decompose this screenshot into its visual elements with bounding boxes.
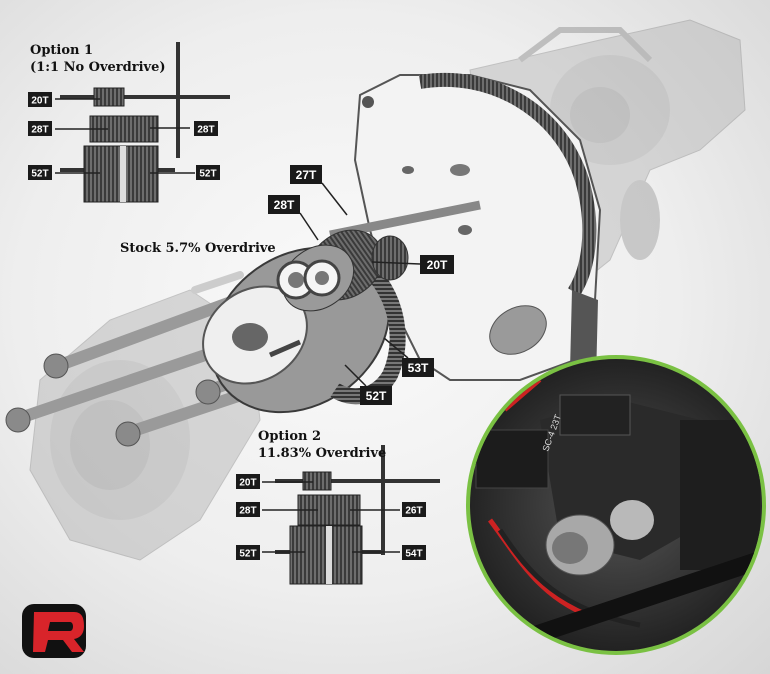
stock-52t-label: 52T	[360, 386, 392, 405]
opt1-52t-right-label: 52T	[196, 165, 220, 180]
opt1-28t-left-label: 28T	[28, 121, 52, 136]
opt2-26t-label: 26T	[402, 502, 426, 517]
svg-text:52T: 52T	[31, 169, 48, 180]
opt1-52t-left-label: 52T	[28, 165, 52, 180]
option2-heading: Option 2	[258, 429, 322, 444]
stock-title: Stock 5.7% Overdrive	[120, 241, 276, 256]
svg-text:52T: 52T	[199, 169, 216, 180]
stock-20t-label: 20T	[420, 255, 454, 274]
option1-heading: Option 1	[30, 43, 94, 58]
opt1-28t-right-label: 28T	[194, 121, 218, 136]
opt2-28t-label: 28T	[236, 502, 260, 517]
svg-text:20T: 20T	[239, 478, 256, 489]
option2-subtitle: 11.83% Overdrive	[258, 446, 387, 461]
opt2-20t-label: 20T	[236, 474, 260, 489]
option1-title: Option 1 (1:1 No Overdrive)	[30, 42, 166, 76]
r-logo	[22, 604, 86, 658]
stock-27t-label: 27T	[290, 165, 322, 184]
opt2-52t-label: 52T	[236, 545, 260, 560]
opt2-54t-label: 54T	[402, 545, 426, 560]
tooth-labels: 20T 28T 28T 52T 52T 27T 28T 20T 53T 52T …	[28, 92, 454, 560]
svg-text:28T: 28T	[197, 125, 214, 136]
svg-text:28T: 28T	[31, 125, 48, 136]
svg-text:26T: 26T	[405, 506, 422, 517]
svg-text:20T: 20T	[31, 96, 48, 107]
leader-lines	[55, 98, 421, 553]
svg-text:20T: 20T	[427, 258, 448, 272]
opt1-20t-label: 20T	[28, 92, 52, 107]
svg-text:27T: 27T	[296, 168, 317, 182]
svg-text:53T: 53T	[408, 361, 429, 375]
stock-28t-label: 28T	[268, 195, 300, 214]
svg-text:52T: 52T	[239, 549, 256, 560]
svg-text:28T: 28T	[239, 506, 256, 517]
photo-inset	[466, 355, 766, 655]
svg-text:52T: 52T	[366, 389, 387, 403]
svg-text:28T: 28T	[274, 198, 295, 212]
gear-cluster	[202, 229, 409, 414]
option1-subtitle: (1:1 No Overdrive)	[30, 60, 166, 75]
stock-53t-label: 53T	[402, 358, 434, 377]
option2-title: Option 2 11.83% Overdrive	[258, 428, 386, 462]
option1-schematic	[60, 42, 230, 203]
svg-text:54T: 54T	[405, 549, 422, 560]
option2-schematic	[275, 445, 440, 585]
motor-plate	[353, 72, 602, 381]
